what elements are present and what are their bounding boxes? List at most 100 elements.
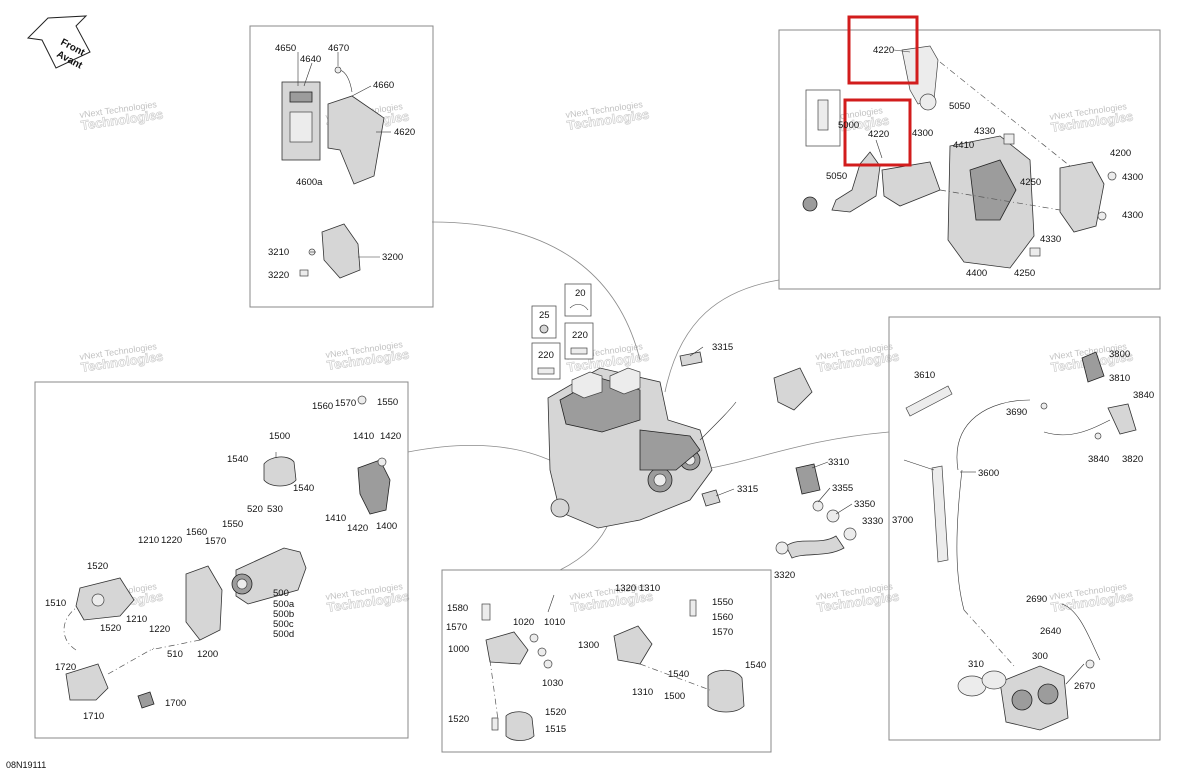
watermark: vNext Technologies Technologies xyxy=(565,99,651,133)
part-number-label: 3600 xyxy=(978,468,999,479)
part-number-label: 4410 xyxy=(953,140,974,151)
part-number-label: 4220 xyxy=(873,45,894,56)
part-number-label: 520 xyxy=(247,504,263,515)
part-number-label: 1420 xyxy=(347,523,368,534)
engine-assembly xyxy=(547,367,737,529)
part-number-label: 500b xyxy=(273,609,294,620)
watermark: vNext Technologies Technologies xyxy=(1049,581,1135,615)
part-number-label: 1580 xyxy=(447,603,468,614)
watermark: vNext Technologies Technologies xyxy=(815,581,901,615)
center-small-parts xyxy=(531,283,857,559)
part-number-label: 1020 xyxy=(513,617,534,628)
part-number-label: 5050 xyxy=(949,101,970,112)
watermark: vNext Technologies Technologies xyxy=(79,341,165,375)
part-number-label: 1520 xyxy=(448,714,469,725)
part-number-label: 3330 xyxy=(862,516,883,527)
part-number-label: 1550 xyxy=(712,597,733,608)
part-number-label: 1410 xyxy=(325,513,346,524)
detail-box-engine-mounts xyxy=(441,569,772,753)
part-number-label: 1310 xyxy=(632,687,653,698)
part-number-label: 1540 xyxy=(745,660,766,671)
part-number-label: 3810 xyxy=(1109,373,1130,384)
front-direction-arrow: Front Avant xyxy=(26,15,91,72)
part-number-label: 500a xyxy=(273,599,295,610)
part-number-label: 4250 xyxy=(1014,268,1035,279)
part-number-label: 1320 xyxy=(615,583,636,594)
part-number-label: 1700 xyxy=(165,698,186,709)
part-number-label: 3800 xyxy=(1109,349,1130,360)
part-number-label: 1570 xyxy=(205,536,226,547)
leader-lines xyxy=(275,49,1085,685)
part-number-label: 1570 xyxy=(446,622,467,633)
part-number-label: 1560 xyxy=(312,401,333,412)
part-number-label: 20 xyxy=(575,288,586,299)
part-number-label: 4330 xyxy=(1040,234,1061,245)
watermark: vNext Technologies Technologies xyxy=(325,581,411,615)
drawing-code: 08N19111 xyxy=(6,760,47,770)
part-number-label: 4620 xyxy=(394,127,415,138)
part-number-label: 1520 xyxy=(545,707,566,718)
part-number-label: 3315 xyxy=(712,342,733,353)
part-number-label: 1540 xyxy=(293,483,314,494)
part-number-label: 1210 xyxy=(138,535,159,546)
part-number-label: 500 xyxy=(273,588,289,599)
part-number-label: 1210 xyxy=(126,614,147,625)
engine-mount-assembly xyxy=(481,599,745,741)
part-number-label: 1400 xyxy=(376,521,397,532)
part-number-label: 1540 xyxy=(227,454,248,465)
part-number-label: 510 xyxy=(167,649,183,660)
part-number-label: 1300 xyxy=(578,640,599,651)
part-number-label: 3200 xyxy=(382,252,403,263)
part-number-label: 1200 xyxy=(197,649,218,660)
part-number-label: 220 xyxy=(572,330,588,341)
part-number-label: 3610 xyxy=(914,370,935,381)
part-number-label: 4400 xyxy=(966,268,987,279)
part-number-label: 1010 xyxy=(544,617,565,628)
part-number-label: 4600a xyxy=(296,177,323,188)
part-number-label: 1560 xyxy=(712,612,733,623)
part-number-label: 1515 xyxy=(545,724,566,735)
part-number-label: 3820 xyxy=(1122,454,1143,465)
part-number-label: 4670 xyxy=(328,43,349,54)
part-number-label: 3840 xyxy=(1088,454,1109,465)
part-number-label: 1570 xyxy=(335,398,356,409)
detail-box-throttle xyxy=(888,316,1161,741)
part-number-label: 4200 xyxy=(1110,148,1131,159)
part-number-label: 25 xyxy=(539,310,550,321)
part-number-label: 220 xyxy=(538,350,554,361)
part-number-label: 1710 xyxy=(83,711,104,722)
detail-box-ecm xyxy=(249,25,434,308)
part-number-label: 500c xyxy=(273,619,294,630)
part-number-label: 1030 xyxy=(542,678,563,689)
throttle-assembly xyxy=(905,351,1137,731)
watermark: vNext Technologies Technologies xyxy=(79,99,165,133)
highlight-box-upper xyxy=(847,15,919,85)
part-number-label: 2640 xyxy=(1040,626,1061,637)
part-number-label: 3355 xyxy=(832,483,853,494)
part-number-label: 1310 xyxy=(639,583,660,594)
highlight-box-lower xyxy=(843,98,912,167)
part-number-label: 1500 xyxy=(269,431,290,442)
part-number-label: 1410 xyxy=(353,431,374,442)
ecm-assembly xyxy=(281,66,385,279)
part-number-label: 3210 xyxy=(268,247,289,258)
part-number-label: 310 xyxy=(968,659,984,670)
watermark: vNext Technologies Technologies xyxy=(325,339,411,373)
part-number-label: 1220 xyxy=(161,535,182,546)
detail-box-starter xyxy=(34,381,409,739)
part-number-label: 2670 xyxy=(1074,681,1095,692)
part-number-label: 3690 xyxy=(1006,407,1027,418)
part-labels: 4650 4670 4640 4660 4620 4600a 3210 3220… xyxy=(45,43,1154,735)
part-number-label: 300 xyxy=(1032,651,1048,662)
part-number-label: 4220 xyxy=(868,129,889,140)
part-number-label: 3350 xyxy=(854,499,875,510)
part-number-label: 5050 xyxy=(826,171,847,182)
part-number-label: 1550 xyxy=(222,519,243,530)
starter-assembly xyxy=(63,395,391,709)
part-number-label: 5000 xyxy=(838,120,859,131)
part-number-label: 3315 xyxy=(737,484,758,495)
part-number-label: 1520 xyxy=(100,623,121,634)
part-number-label: 3310 xyxy=(828,457,849,468)
watermark: vNext Technologies Technologies xyxy=(1049,101,1135,135)
